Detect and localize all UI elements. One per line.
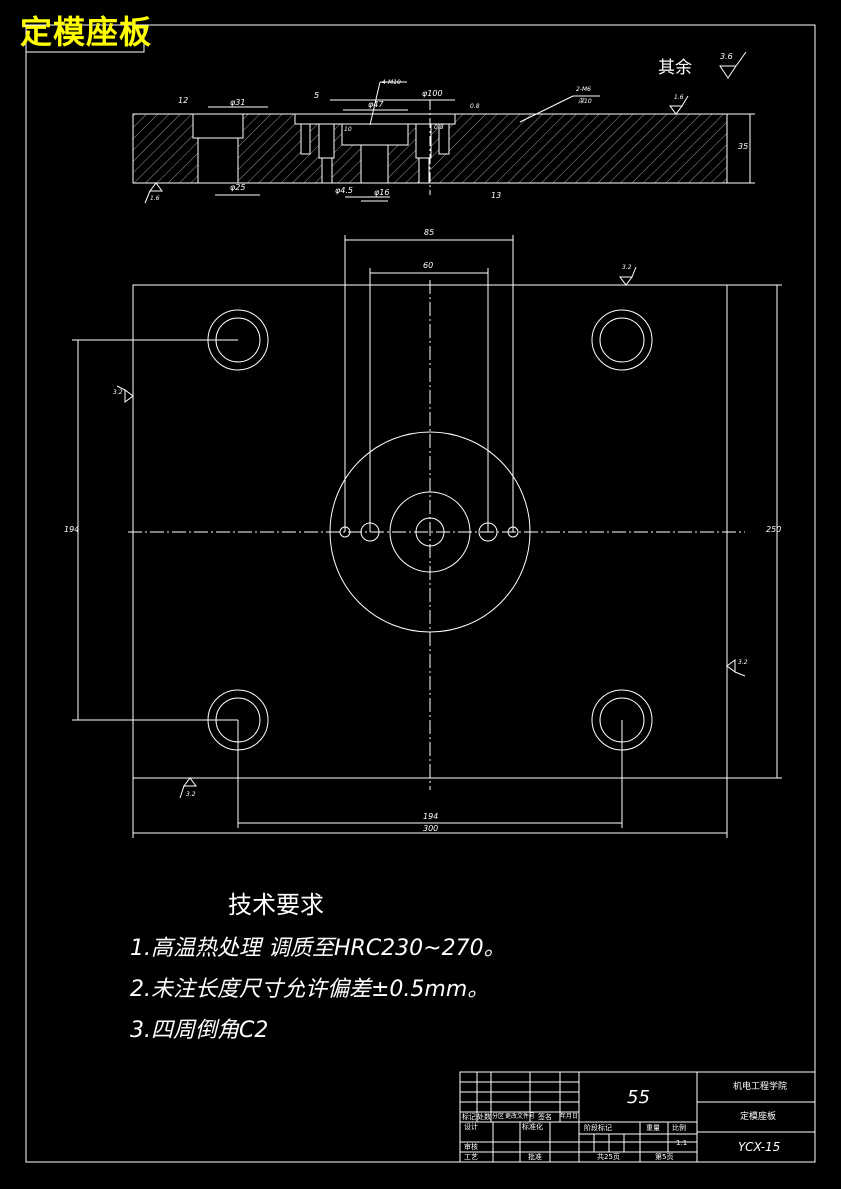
- drawing-border: [25, 24, 816, 1163]
- dim-label: 35: [738, 142, 749, 151]
- tb-header: 签名: [538, 1113, 552, 1121]
- dim-label: 12: [178, 96, 189, 105]
- tb-header: 标记: [462, 1113, 476, 1121]
- tb-row-label: 标准化: [522, 1123, 543, 1131]
- dim-label: φ4.5: [335, 186, 353, 195]
- tb-total-sheets: 共25页: [597, 1153, 620, 1161]
- dim-label: 60: [423, 261, 434, 270]
- dim-label: 5: [314, 91, 320, 100]
- material: 55: [627, 1087, 650, 1108]
- surface-note-label: 其余: [658, 58, 692, 78]
- dim-label: 2-M6: [576, 86, 591, 93]
- dim-label: 3.2: [622, 264, 632, 271]
- tech-item: 1.高温热处理 调质至HRC230~270。: [130, 936, 506, 961]
- tech-item: 3.四周倒角C2: [130, 1018, 269, 1043]
- tech-heading: 技术要求: [228, 891, 324, 919]
- dim-label: φ47: [368, 100, 384, 109]
- tb-school: 机电工程学院: [733, 1082, 788, 1092]
- section-view: [132, 81, 755, 204]
- tb-weight-label: 重量: [646, 1124, 660, 1132]
- dim-label: 3.2: [113, 389, 123, 396]
- dim-label: 194: [423, 812, 439, 821]
- dim-label: φ16: [374, 188, 390, 197]
- surface-note-roughness: 3.6: [720, 52, 733, 61]
- dim-label: 1.6: [674, 94, 684, 101]
- dim-label: 1.6: [150, 195, 160, 202]
- tb-part-name: 定模座板: [740, 1112, 777, 1122]
- tb-row-label: 批准: [528, 1153, 542, 1161]
- dim-label: 0.8: [434, 124, 444, 131]
- tb-row-label: 审核: [464, 1143, 478, 1151]
- dim-label: 3.2: [738, 659, 748, 666]
- dim-label: 10: [344, 126, 352, 133]
- roughness-symbol: [719, 51, 747, 79]
- plan-view: [72, 235, 782, 838]
- dim-label: 深10: [578, 98, 592, 105]
- tb-header: 分区: [492, 1113, 505, 1120]
- tb-header: 年月日: [560, 1113, 579, 1120]
- tb-sheet-no: 第5页: [655, 1153, 674, 1161]
- dim-label: φ31: [230, 98, 246, 107]
- dim-label: 250: [766, 525, 782, 534]
- dim-label: 4-M10: [382, 79, 401, 86]
- title-block-lines: [459, 1071, 816, 1163]
- tb-drawing-no: YCX-15: [738, 1140, 781, 1154]
- tb-scale-label: 比例: [672, 1124, 686, 1132]
- dim-label: 3.2: [186, 791, 196, 798]
- drawing-title: 定模座板: [20, 13, 153, 51]
- tb-scale: 1:1: [676, 1139, 688, 1147]
- dim-label: 85: [424, 228, 435, 237]
- tb-stage-label: 阶段标记: [584, 1124, 612, 1132]
- dim-label: φ100: [422, 89, 443, 98]
- dim-label: 194: [64, 525, 80, 534]
- dim-label: 0.8: [470, 103, 480, 110]
- tb-row-label: 设计: [464, 1123, 478, 1131]
- tb-header: 处数: [477, 1113, 491, 1121]
- dim-label: 13: [491, 191, 502, 200]
- dim-label: 300: [423, 824, 439, 833]
- tb-row-label: 工艺: [464, 1153, 478, 1161]
- dim-label: φ25: [230, 183, 246, 192]
- tech-item: 2.未注长度尺寸允许偏差±0.5mm。: [130, 977, 490, 1002]
- tb-header: 更改文件号: [505, 1113, 536, 1120]
- title-box: [25, 24, 145, 53]
